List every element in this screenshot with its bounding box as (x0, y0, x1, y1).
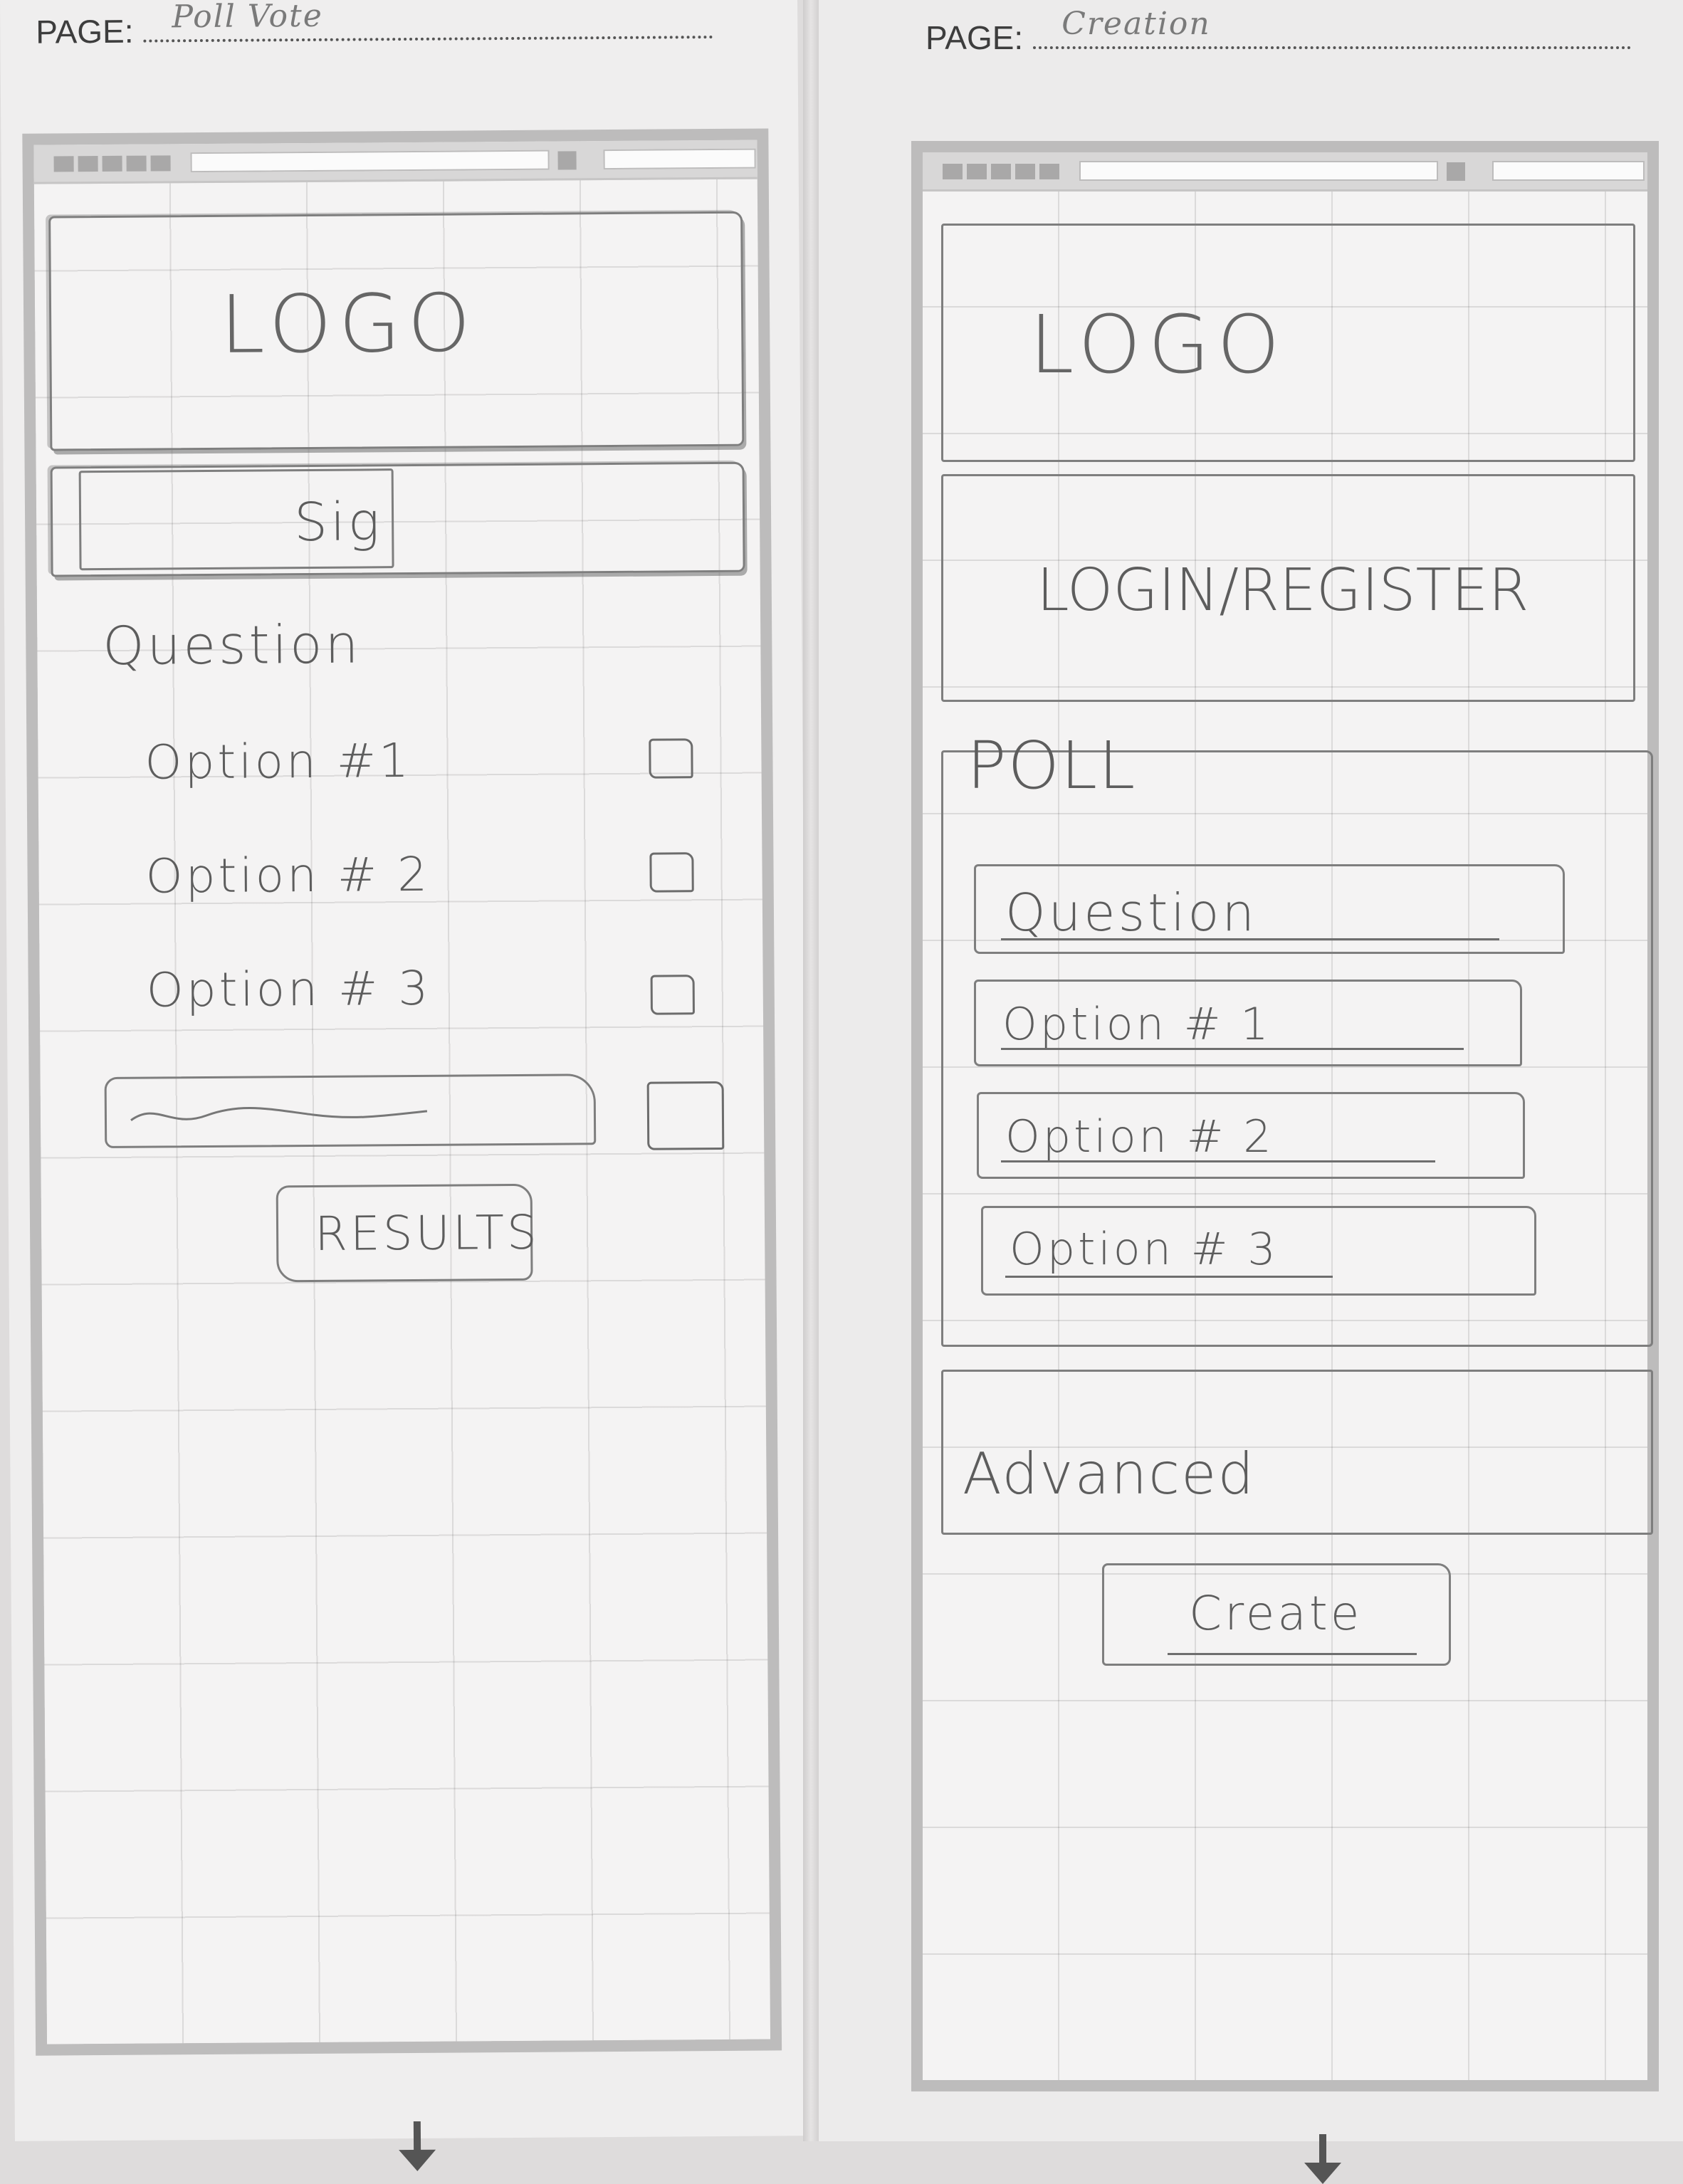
go-icon[interactable] (557, 151, 577, 170)
address-bar[interactable] (1079, 161, 1438, 181)
logo: LOGO (1029, 299, 1287, 392)
question-field[interactable] (974, 864, 1565, 954)
option-field[interactable] (977, 1092, 1525, 1179)
poll-heading: POLL (967, 728, 1137, 804)
create-button[interactable] (1102, 1563, 1451, 1666)
sheet-fold (803, 0, 819, 2141)
page-label: PAGE:Poll Vote (36, 0, 713, 51)
right-sheet: PAGE:Creation LOGO LOGIN/REGISTER POLL Q… (819, 0, 1683, 2184)
question-field-label: Question (1005, 883, 1258, 943)
window-control-icon[interactable] (943, 164, 963, 179)
question-label: Question (103, 614, 362, 678)
option-field-label: Option # 3 (1010, 1223, 1279, 1275)
login-register-button[interactable] (941, 474, 1635, 702)
browser-frame: LOGO Sig Question Option #1 Option # 2 O… (22, 128, 782, 2056)
window-control-icon[interactable] (102, 155, 122, 172)
option-label: Option # 2 (145, 846, 431, 904)
window-control-icon[interactable] (126, 155, 147, 172)
search-bar[interactable] (1492, 161, 1645, 181)
option-field-label: Option # 1 (1002, 998, 1272, 1050)
custom-option-checkbox[interactable] (646, 1081, 725, 1150)
scribble-placeholder-icon (130, 1107, 428, 1121)
advanced-section[interactable] (941, 1370, 1653, 1535)
window-control-icon[interactable] (53, 156, 74, 172)
window-control-icon[interactable] (150, 155, 171, 172)
window-control-icon[interactable] (991, 164, 1011, 179)
go-icon[interactable] (1447, 162, 1465, 181)
browser-title-bar (923, 152, 1647, 191)
field-underline (1005, 1276, 1333, 1278)
option-checkbox[interactable] (649, 738, 693, 779)
window-control-icon[interactable] (1015, 164, 1035, 179)
address-bar[interactable] (190, 149, 550, 173)
field-underline (1001, 1160, 1435, 1162)
browser-title-bar (33, 140, 757, 184)
window-control-icon[interactable] (78, 156, 98, 172)
option-label: Option # 3 (146, 960, 431, 1018)
window-control-icon[interactable] (1039, 164, 1059, 179)
search-bar[interactable] (603, 148, 756, 170)
option-label: Option #1 (145, 733, 412, 790)
option-checkbox[interactable] (650, 975, 695, 1015)
window-control-icon[interactable] (967, 164, 987, 179)
login-register-label: LOGIN/REGISTER (1037, 557, 1529, 624)
page-name: Poll Vote (172, 0, 323, 36)
browser-frame: LOGO LOGIN/REGISTER POLL Question Option… (911, 141, 1659, 2091)
advanced-label: Advanced (963, 1441, 1256, 1507)
page-label: PAGE:Creation (926, 6, 1632, 57)
logo-header (941, 224, 1635, 462)
option-checkbox[interactable] (649, 852, 694, 893)
create-button-label: Create (1189, 1586, 1363, 1641)
option-field[interactable] (974, 980, 1522, 1066)
poll-section (941, 750, 1653, 1347)
results-button-label: RESULTS (314, 1204, 540, 1261)
option-field-label: Option # 2 (1005, 1111, 1274, 1162)
field-underline (1001, 1048, 1464, 1050)
option-field[interactable] (981, 1206, 1536, 1296)
logo: LOGO (219, 277, 478, 372)
field-underline (1001, 938, 1499, 940)
signin-button-label: Sig (293, 491, 383, 554)
custom-option-input[interactable] (104, 1073, 597, 1149)
page-name: Creation (1061, 6, 1211, 42)
left-sheet: PAGE:Poll Vote LOGO Sig Question Option … (0, 0, 812, 2172)
button-underline (1168, 1653, 1417, 1655)
